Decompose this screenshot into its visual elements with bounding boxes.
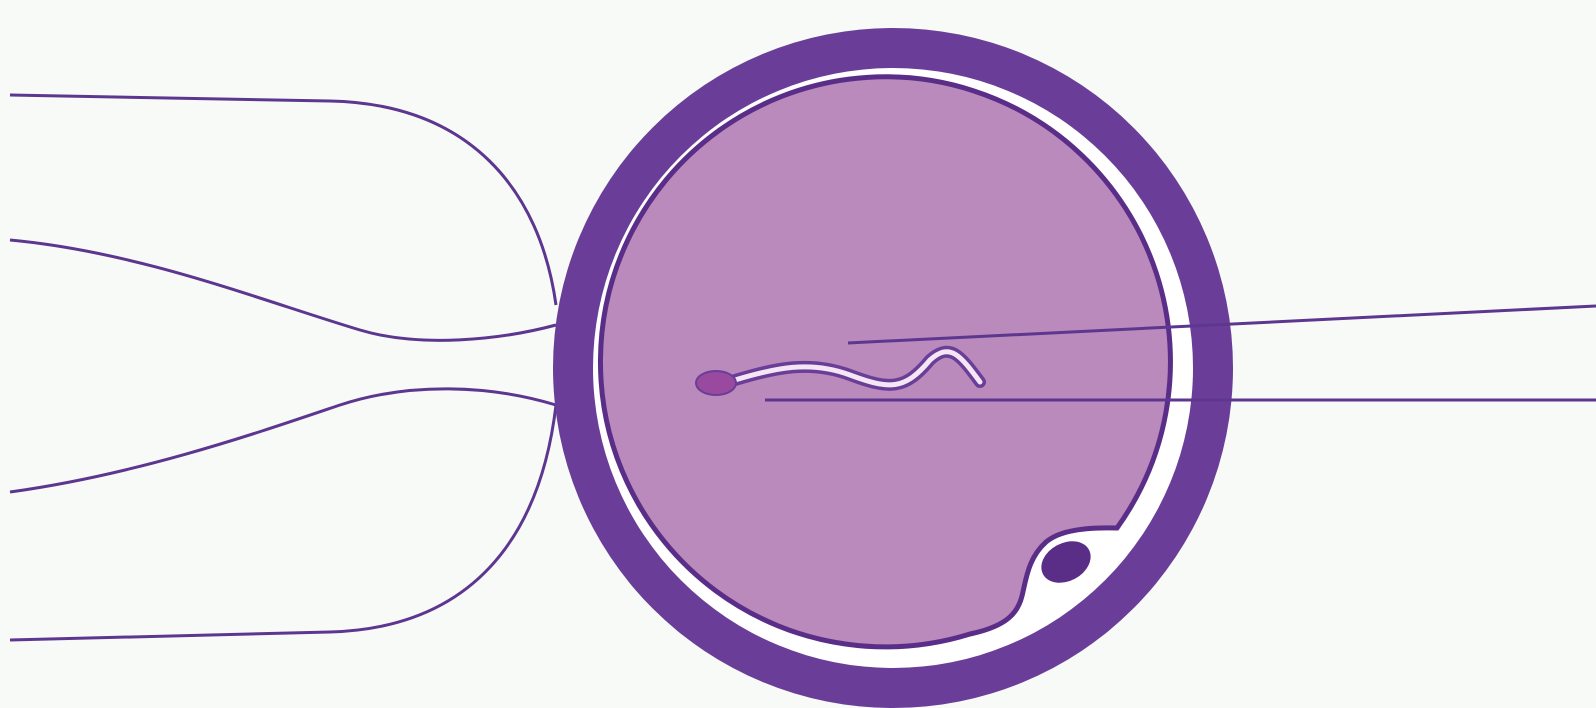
sperm-head [696,371,736,395]
